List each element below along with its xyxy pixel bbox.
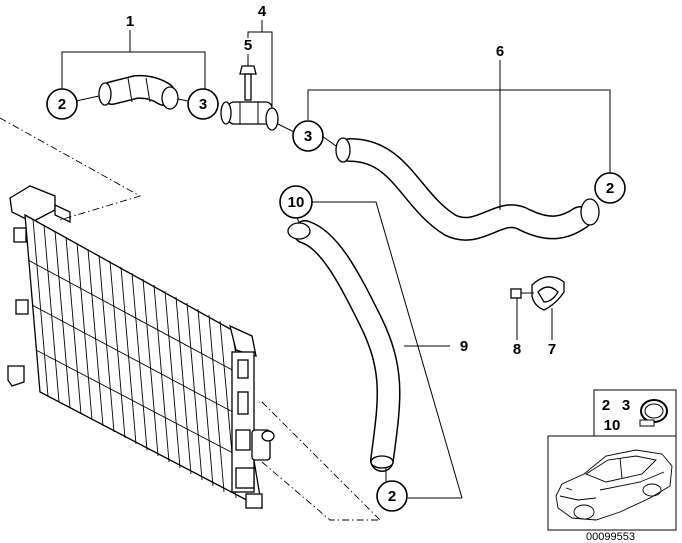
inset-car-box xyxy=(547,435,677,531)
callout-8: 8 xyxy=(513,341,521,358)
inset-panel: 2 3 10 xyxy=(547,389,677,531)
radiator-core-fins xyxy=(27,218,253,499)
inset-ref-2: 2 xyxy=(602,397,610,414)
callout-2-top: 2 xyxy=(58,96,66,113)
callout-1: 1 xyxy=(126,13,134,30)
clamp-part-7 xyxy=(531,276,565,311)
callout-3-bubble-top xyxy=(187,88,219,120)
callout-2-bubble-right xyxy=(594,172,626,204)
callout-5: 5 xyxy=(244,37,252,54)
callout-4: 4 xyxy=(258,3,267,20)
diagram-number: 00099553 xyxy=(586,531,635,543)
callout-7: 7 xyxy=(548,341,556,358)
radiator xyxy=(7,185,275,510)
callout-3-bubble-mid xyxy=(292,120,324,152)
assembly-line-1 xyxy=(0,117,142,221)
hose-part-9 xyxy=(287,220,401,472)
callout-10: 10 xyxy=(288,194,305,211)
hose-part-6 xyxy=(335,137,600,241)
callout-2-bubble-top xyxy=(46,88,78,120)
callout-9: 9 xyxy=(460,338,468,355)
leader-lines xyxy=(61,20,611,499)
callout-2-right: 2 xyxy=(606,180,614,197)
bolt-part-8 xyxy=(510,288,534,299)
car-icon xyxy=(555,449,673,521)
callout-2-bottom: 2 xyxy=(388,488,396,505)
callout-3-top: 3 xyxy=(199,96,207,113)
inset-ref-10: 10 xyxy=(604,417,621,434)
callout-2-bubble-bottom xyxy=(376,480,408,512)
assembly-line-3 xyxy=(261,461,380,521)
callout-6: 6 xyxy=(496,43,504,60)
inset-ref-3: 3 xyxy=(622,397,630,414)
hose-clamp-icon xyxy=(639,399,668,427)
bolt-part-5 xyxy=(239,65,257,101)
hose-part-1 xyxy=(98,74,179,110)
connector-part-4 xyxy=(220,101,279,131)
assembly-line-2 xyxy=(261,401,381,521)
callout-3-mid: 3 xyxy=(304,128,312,145)
callout-10-bubble xyxy=(279,185,313,219)
